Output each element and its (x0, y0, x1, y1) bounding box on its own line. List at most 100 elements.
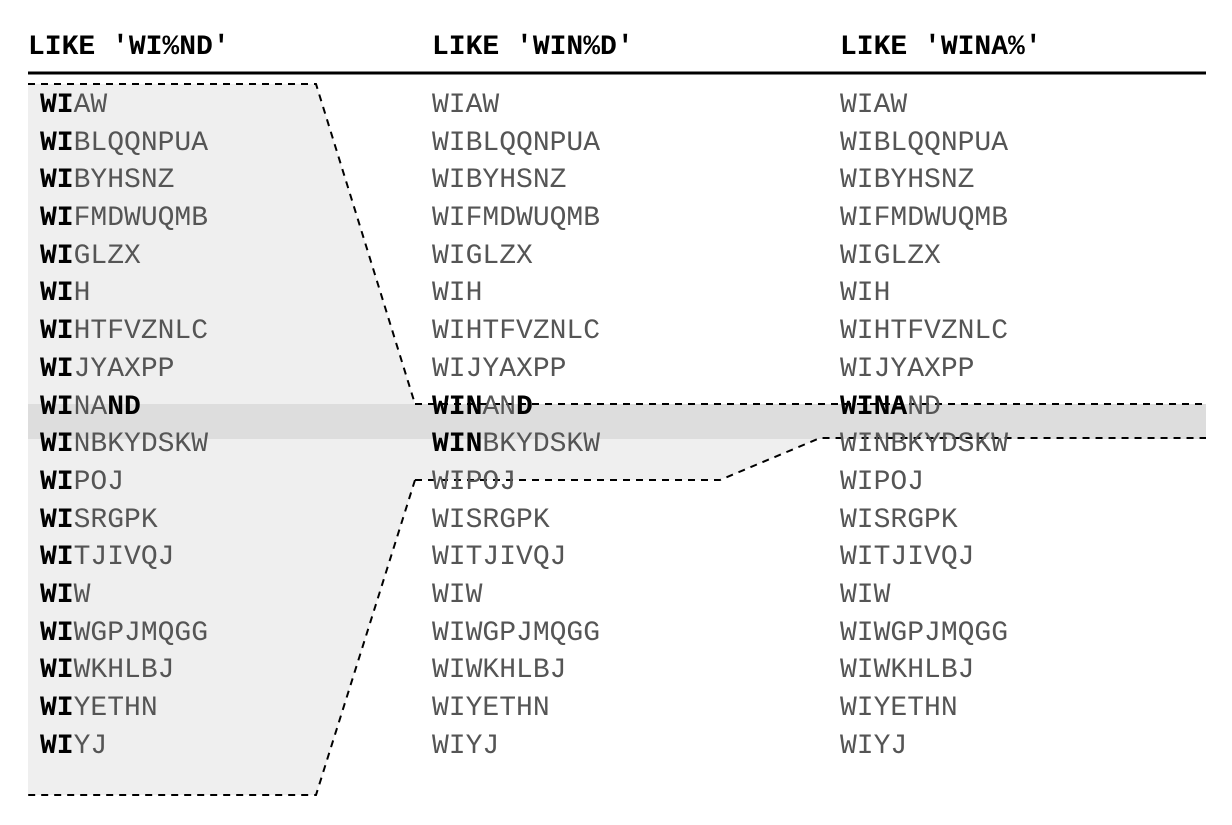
matched-prefix: WI (40, 353, 74, 385)
matched-prefix: WI (40, 579, 74, 611)
unmatched-text: W (73, 579, 91, 611)
list-item: WIFMDWUQMB (40, 201, 208, 239)
list-item: WINBKYDSKW (40, 427, 208, 465)
matched-prefix: WI (40, 278, 74, 310)
list-item: WIYJ (40, 729, 208, 767)
matched-prefix: WI (40, 542, 74, 574)
unmatched-text: BKYDSKW (482, 429, 601, 461)
matched-prefix: WI (40, 316, 74, 348)
unmatched-text: GLZX (73, 240, 141, 272)
list-item: WIJYAXPP (840, 352, 1008, 390)
unmatched-text: WIWKHLBJ (840, 655, 975, 687)
unmatched-text: WITJIVQJ (840, 542, 975, 574)
header-col2: LIKE 'WIN%D' (432, 32, 634, 63)
matched-prefix: WI (40, 127, 74, 159)
matched-suffix: D (516, 391, 533, 423)
list-item: WINAND (840, 390, 1008, 428)
matched-prefix: WI (40, 504, 74, 536)
list-item: WISRGPK (432, 503, 600, 541)
list-item: WIYETHN (432, 691, 600, 729)
list-item: WIPOJ (432, 465, 600, 503)
list-item: WIHTFVZNLC (432, 314, 600, 352)
list-item: WIAW (840, 88, 1008, 126)
list-item: WINBKYDSKW (840, 427, 1008, 465)
list-item: WIBYHSNZ (40, 163, 208, 201)
matched-prefix: WI (40, 240, 74, 272)
unmatched-text: AN (482, 391, 517, 423)
unmatched-text: WIFMDWUQMB (840, 203, 1009, 235)
matched-prefix: WI (40, 466, 74, 498)
unmatched-text: WIWGPJMQGG (840, 617, 1009, 649)
list-item: WIBLQQNPUA (840, 126, 1008, 164)
list-item: WIH (40, 276, 208, 314)
list-item: WIW (840, 578, 1008, 616)
list-item: WIAW (432, 88, 600, 126)
list-item: WITJIVQJ (840, 540, 1008, 578)
list-item: WISRGPK (840, 503, 1008, 541)
list-item: WIWKHLBJ (840, 653, 1008, 691)
unmatched-text: H (73, 278, 91, 310)
matched-prefix: WI (40, 730, 74, 762)
list-item: WITJIVQJ (40, 540, 208, 578)
unmatched-text: WIH (432, 278, 483, 310)
matched-prefix: WI (40, 655, 74, 687)
list-item: WIBYHSNZ (840, 163, 1008, 201)
list-item: WIW (40, 578, 208, 616)
unmatched-text: SRGPK (73, 504, 158, 536)
unmatched-text: HTFVZNLC (73, 316, 209, 348)
unmatched-text: BYHSNZ (73, 165, 175, 197)
unmatched-text: WIWKHLBJ (432, 655, 567, 687)
list-item: WIWGPJMQGG (840, 616, 1008, 654)
list-item: WIGLZX (40, 239, 208, 277)
matched-prefix: WI (40, 90, 74, 121)
unmatched-text: WIYETHN (432, 693, 550, 724)
unmatched-text: WIJYAXPP (840, 353, 975, 385)
matched-prefix: WIN (432, 429, 483, 461)
unmatched-text: WIPOJ (840, 466, 925, 498)
unmatched-text: YJ (73, 730, 108, 762)
boundary-col1-bottom (28, 479, 416, 796)
unmatched-text: WIBYHSNZ (840, 165, 975, 197)
unmatched-text: WIYJ (840, 730, 908, 762)
unmatched-text: WIYETHN (840, 693, 958, 724)
list-item: WIYETHN (40, 691, 208, 729)
unmatched-text: WIBLQQNPUA (840, 127, 1009, 159)
unmatched-text: WIW (432, 579, 483, 611)
list-item: WIWKHLBJ (40, 653, 208, 691)
unmatched-text: WIYJ (432, 730, 500, 762)
list-item: WIYETHN (840, 691, 1008, 729)
list-item: WIYJ (840, 729, 1008, 767)
matched-prefix: WINA (840, 391, 908, 423)
boundary-col1 (28, 83, 416, 405)
matched-prefix: WI (40, 617, 74, 649)
unmatched-text: TJIVQJ (73, 542, 175, 574)
unmatched-text: WIGLZX (432, 240, 533, 272)
list-item: WIH (840, 276, 1008, 314)
unmatched-text: WITJIVQJ (432, 542, 567, 574)
unmatched-text: WIBYHSNZ (432, 165, 567, 197)
matched-prefix: WI (40, 391, 74, 423)
list-item: WIBLQQNPUA (40, 126, 208, 164)
matched-suffix: ND (107, 391, 141, 423)
unmatched-text: WISRGPK (432, 504, 550, 536)
list-item: WIHTFVZNLC (840, 314, 1008, 352)
unmatched-text: POJ (73, 466, 125, 498)
list-item: WIGLZX (840, 239, 1008, 277)
unmatched-text: JYAXPP (73, 353, 175, 385)
list-item: WIBYHSNZ (432, 163, 600, 201)
matched-prefix: WI (40, 693, 74, 724)
list-item: WIJYAXPP (40, 352, 208, 390)
unmatched-text: BLQQNPUA (73, 127, 209, 159)
unmatched-text: YETHN (73, 693, 158, 724)
header-col1: LIKE 'WI%ND' (28, 32, 230, 63)
list-item: WIWGPJMQGG (432, 616, 600, 654)
list-item: WIFMDWUQMB (840, 201, 1008, 239)
unmatched-text: AW (73, 90, 108, 121)
unmatched-text: WIH (840, 278, 891, 310)
list-item: WIW (432, 578, 600, 616)
region-col1 (28, 84, 415, 795)
list-item: WIWGPJMQGG (40, 616, 208, 654)
